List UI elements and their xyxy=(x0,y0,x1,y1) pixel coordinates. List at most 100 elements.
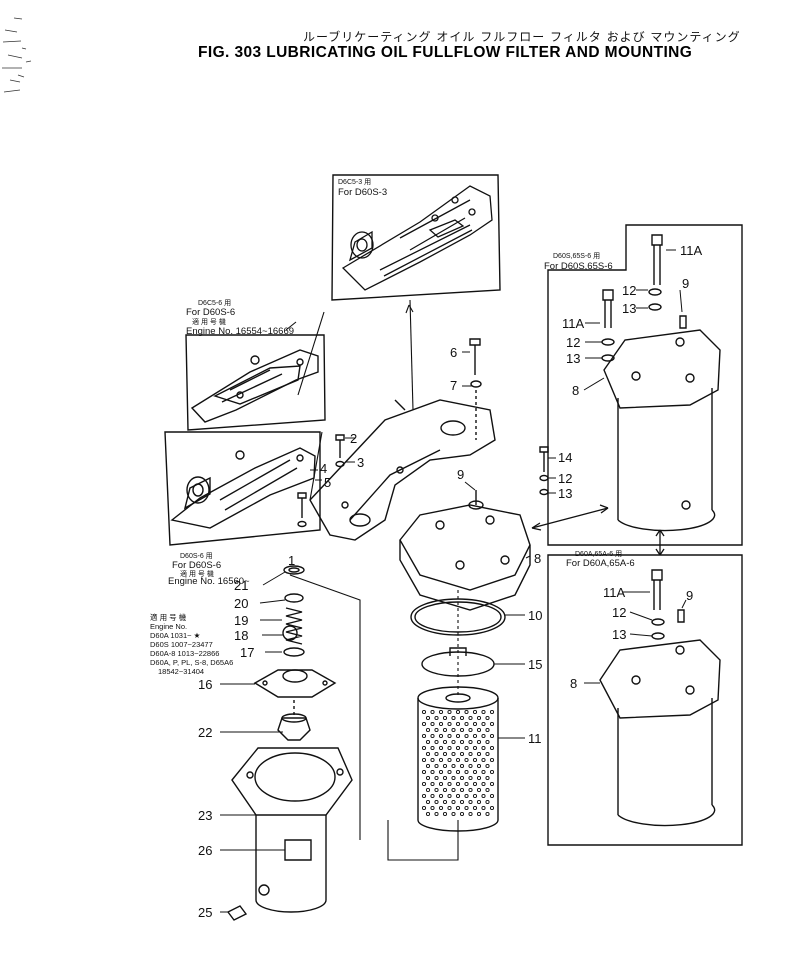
perforation-hole xyxy=(464,769,469,775)
perforation-hole xyxy=(485,799,490,805)
perforation-hole xyxy=(442,727,448,733)
note-line-0: 適 用 号 機 xyxy=(150,612,187,622)
perforation-hole xyxy=(421,805,427,811)
perforation-hole xyxy=(421,709,427,715)
perforation-hole xyxy=(442,763,448,769)
part-number-labels: 2 3 4 5 6 7 9 14 12 13 8 10 15 11 1 21 2… xyxy=(198,243,702,920)
perforation-hole xyxy=(459,739,465,745)
filter-element-11 xyxy=(417,686,499,832)
inset-lu-code: D6C5-6 用 xyxy=(198,299,231,307)
inset-ll-caption: For D60S-6 xyxy=(172,560,221,571)
inset-left-lower-d60s-6 xyxy=(164,431,321,546)
perforation-hole xyxy=(459,799,465,805)
perforation-hole xyxy=(468,739,473,745)
perforation-hole xyxy=(451,775,456,781)
perforation-hole xyxy=(472,769,478,775)
label-part-11a-rl: 11A xyxy=(603,585,625,600)
label-part-13-ru-a: 13 xyxy=(622,301,636,316)
perforation-hole xyxy=(447,769,452,775)
perforation-hole xyxy=(438,745,444,751)
inset-rl-code: D60A,65A-6 用 xyxy=(575,550,622,558)
perforation-hole xyxy=(464,721,469,727)
inset-left-upper-d60s-6 xyxy=(185,334,326,431)
label-part-18: 18 xyxy=(234,628,248,643)
arrow-to-right-inset xyxy=(531,504,665,556)
perforation-hole xyxy=(451,715,456,721)
inset-lu-caption: For D60S-6 xyxy=(186,307,235,318)
perforation-hole xyxy=(468,727,473,733)
perforation-hole xyxy=(476,727,482,733)
perforation-hole xyxy=(442,715,448,721)
perforation-hole xyxy=(430,745,435,751)
perforation-hole xyxy=(476,787,482,793)
perforation-hole xyxy=(430,757,435,763)
label-part-19: 19 xyxy=(234,613,248,628)
perforation-hole xyxy=(481,733,486,739)
scan-noise xyxy=(2,17,32,93)
perforation-hole xyxy=(464,709,469,715)
label-part-6: 6 xyxy=(450,345,457,360)
perforation-hole xyxy=(442,751,448,757)
perforation-hole xyxy=(438,757,444,763)
label-part-12: 12 xyxy=(558,471,572,486)
perforation-hole xyxy=(485,739,490,745)
perforation-hole xyxy=(476,715,482,721)
perforation-hole xyxy=(442,787,448,793)
perforation-hole xyxy=(425,799,431,805)
perforation-hole xyxy=(430,781,435,787)
inset-ll-engine: Engine No. 16560~ xyxy=(168,576,250,587)
perforation-hole xyxy=(489,721,495,727)
perforation-hole xyxy=(459,727,465,733)
perforation-hole xyxy=(425,751,431,757)
perforation-hole xyxy=(451,727,456,733)
perforation-hole xyxy=(442,811,448,817)
perforation-hole xyxy=(434,751,439,757)
perforation-hole xyxy=(430,733,435,739)
perforation-hole xyxy=(455,793,461,799)
perforation-hole xyxy=(434,811,439,817)
perforation-hole xyxy=(485,715,490,721)
perforation-hole xyxy=(451,739,456,745)
label-part-1: 1 xyxy=(288,553,295,568)
perforation-hole xyxy=(489,709,495,715)
label-part-21: 21 xyxy=(234,578,248,593)
perforation-hole xyxy=(442,739,448,745)
perforation-hole xyxy=(489,769,495,775)
perforation-hole xyxy=(434,715,439,721)
perforation-hole xyxy=(451,763,456,769)
perforation-hole xyxy=(472,793,478,799)
perforation-hole xyxy=(464,733,469,739)
label-part-9-ru: 9 xyxy=(682,276,689,291)
label-part-7: 7 xyxy=(450,378,457,393)
inset-right-upper-d60s-65s-6 xyxy=(547,224,743,546)
perforation-hole xyxy=(468,787,473,793)
label-part-20: 20 xyxy=(234,596,248,611)
bolt-6-washer-7 xyxy=(469,338,482,440)
label-part-11: 11 xyxy=(528,731,542,746)
figure-title-japanese: ルーブリケーティング オイル フルフロー フィルタ および マウンティング xyxy=(303,30,741,44)
label-part-8-rl: 8 xyxy=(570,676,577,691)
perforation-hole xyxy=(472,745,478,751)
perforation-hole xyxy=(459,763,465,769)
label-part-13: 13 xyxy=(558,486,572,501)
perforation-hole xyxy=(489,733,495,739)
inset-top-code: D6C5-3 用 xyxy=(338,178,371,186)
perforation-hole xyxy=(434,727,439,733)
inset-ll-code: D60S-6 用 xyxy=(180,552,213,560)
perforation-hole xyxy=(430,709,435,715)
figure-title: FIG. 303 LUBRICATING OIL FULLFLOW FILTER… xyxy=(198,44,693,61)
perforation-hole xyxy=(489,793,495,799)
perforation-hole xyxy=(459,715,465,721)
perforation-hole xyxy=(476,763,482,769)
perforation-hole xyxy=(455,781,461,787)
label-part-17: 17 xyxy=(240,645,254,660)
label-part-11a-top: 11A xyxy=(680,243,702,258)
perforation-hole xyxy=(425,739,431,745)
perforation-hole xyxy=(434,739,439,745)
perforation-hole xyxy=(455,745,461,751)
label-part-12-ru-b: 12 xyxy=(566,335,580,350)
perforation-hole xyxy=(464,745,469,751)
perforation-hole xyxy=(476,799,482,805)
perforation-hole xyxy=(425,763,431,769)
